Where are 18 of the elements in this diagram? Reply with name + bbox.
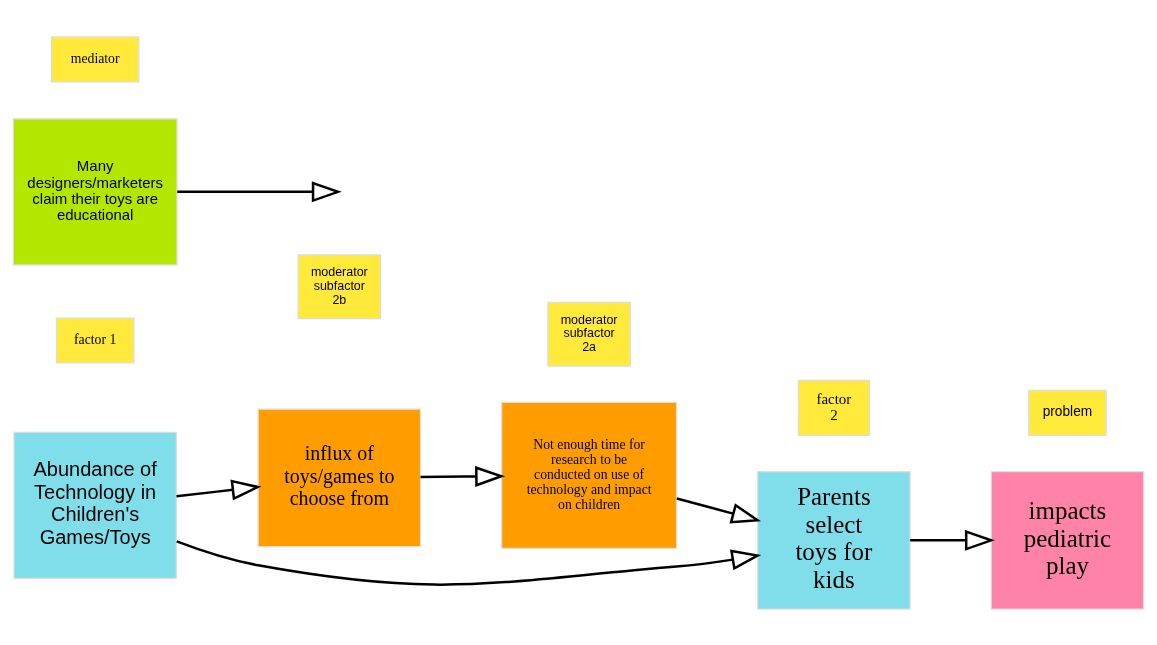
node-box: factor 2 (797, 379, 871, 436)
arrow (176, 479, 262, 500)
arrow (177, 180, 342, 202)
node-box: moderator subfactor 2a (547, 301, 631, 367)
arrow (420, 465, 506, 487)
node-box: influx of toys/games to choose from (257, 408, 422, 547)
arrow (176, 539, 762, 586)
node-box: mediator (50, 35, 140, 83)
node-box: Not enough time for research to be conducted on use of technology and impact on children (501, 401, 678, 549)
node-box: Abundance of Technology in Children's Games/Toys (13, 431, 177, 579)
node-box: problem (1028, 389, 1107, 436)
node-box: impacts pediatric play (990, 470, 1145, 610)
node-box: Many designers/marketers claim their toys are educational (12, 117, 178, 266)
node-box: Parents select toys for kids (757, 470, 911, 610)
arrow (676, 496, 762, 523)
node-box: moderator subfactor 2b (297, 253, 382, 319)
arrow (910, 529, 995, 551)
node-box: factor 1 (55, 316, 135, 364)
